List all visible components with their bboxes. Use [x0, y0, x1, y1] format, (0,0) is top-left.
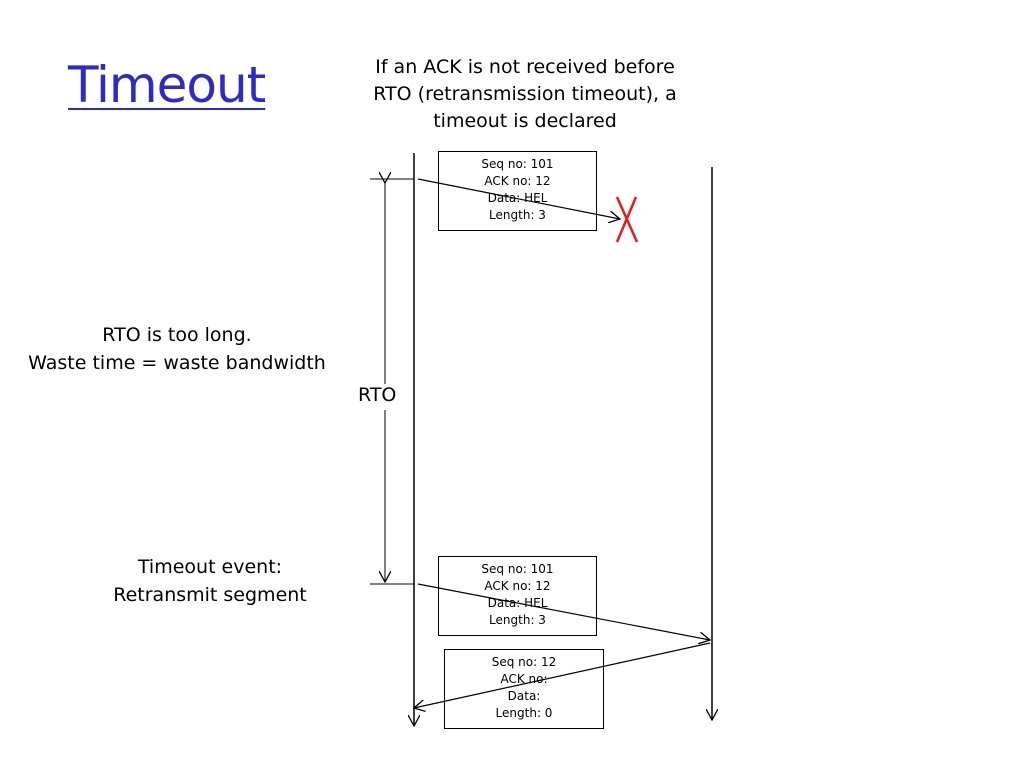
intro-line: timeout is declared	[433, 110, 617, 132]
packet-ack: ACK no: 12	[484, 579, 551, 593]
page-title: Timeout	[68, 56, 266, 114]
packet-seq: Seq no: 101	[481, 157, 554, 171]
lost-segment-arrow	[417, 178, 620, 219]
rto-too-long-note: RTO is too long. Waste time = waste band…	[10, 321, 344, 377]
intro-text: If an ACK is not received before RTO (re…	[340, 54, 710, 135]
packet-box: Seq no: 101 ACK no: 12 Data: HEL Length:…	[438, 556, 597, 636]
packet-length: Length: 3	[489, 613, 546, 627]
packet-data: Data: HEL	[487, 596, 548, 610]
packet-seq: Seq no: 101	[481, 562, 554, 576]
intro-line: RTO (retransmission timeout), a	[373, 83, 677, 105]
note-line: Retransmit segment	[113, 584, 307, 606]
packet-ack: ACK no:	[500, 672, 548, 686]
rto-label: RTO	[355, 384, 400, 406]
packet-seq: Seq no: 12	[491, 655, 557, 669]
packet-box: Seq no: 101 ACK no: 12 Data: HEL Length:…	[438, 151, 597, 231]
packet-data: Data:	[507, 689, 541, 703]
ack-arrow	[414, 642, 711, 708]
red-x-icon	[615, 196, 639, 243]
retransmit-segment-arrow	[417, 583, 710, 640]
note-line: Timeout event:	[137, 556, 283, 578]
packet-ack: ACK no: 12	[484, 174, 551, 188]
note-line: Waste time = waste bandwidth	[28, 352, 326, 374]
packet-length: Length: 0	[495, 706, 553, 720]
intro-line: If an ACK is not received before	[375, 56, 675, 78]
packet-box: Seq no: 12 ACK no: Data: Length: 0	[444, 649, 604, 729]
note-line: RTO is too long.	[102, 324, 252, 346]
timeout-event-note: Timeout event: Retransmit segment	[80, 553, 340, 609]
packet-length: Length: 3	[489, 208, 546, 222]
packet-data: Data: HEL	[487, 191, 548, 205]
